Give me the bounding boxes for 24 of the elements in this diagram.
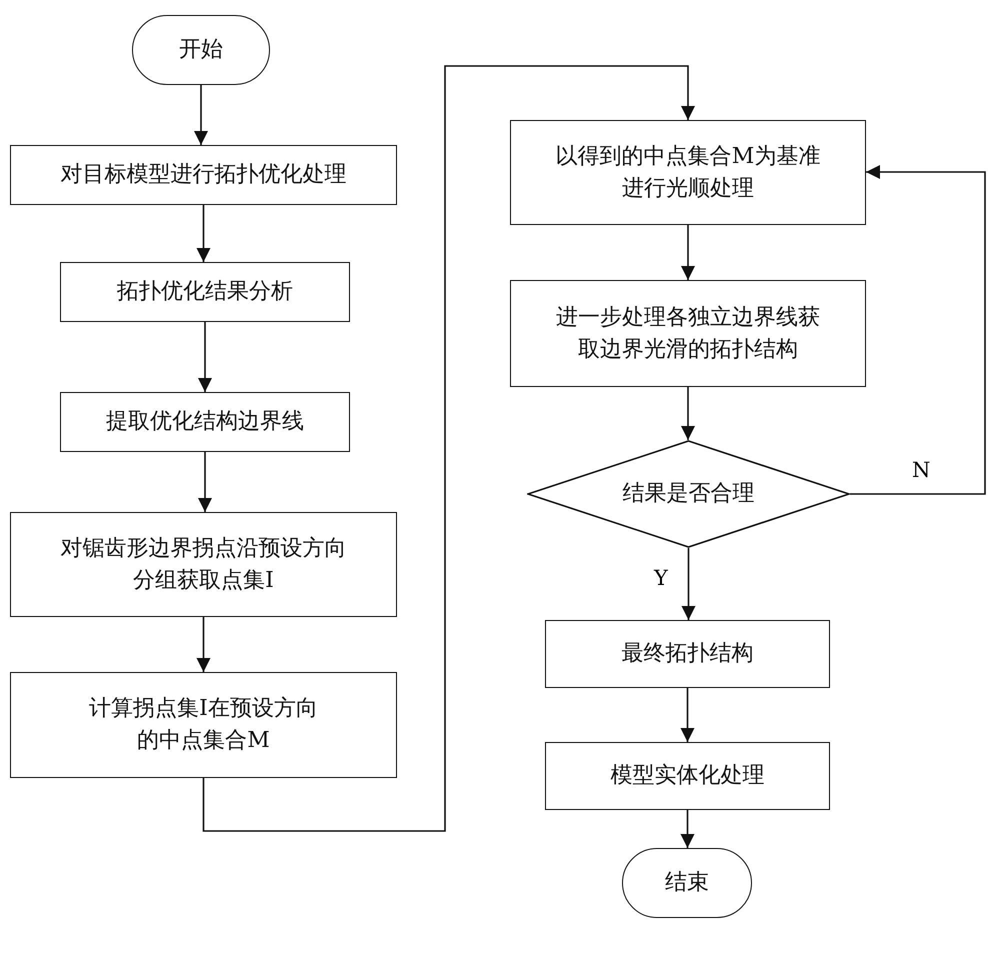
- process-box: 提取优化结构边界线: [60, 392, 350, 452]
- decision-diamond: 结果是否合理: [527, 440, 850, 548]
- arrow: [680, 688, 694, 742]
- arrow: [681, 225, 695, 280]
- arrow: [198, 322, 212, 392]
- process-box: 以得到的中点集合M为基准进行光顺处理: [510, 120, 866, 225]
- terminal-box: 开始: [132, 15, 270, 85]
- arrow: [850, 165, 986, 495]
- arrow: [681, 387, 695, 440]
- process-box: 拓扑优化结果分析: [60, 262, 350, 322]
- process-box: 计算拐点集I在预设方向的中点集合M: [10, 672, 397, 778]
- terminal-box: 结束: [622, 848, 752, 918]
- process-box: 最终拓扑结构: [545, 620, 830, 688]
- arrow: [202, 65, 695, 832]
- arrow: [198, 452, 212, 512]
- process-box: 进一步处理各独立边界线获取边界光滑的拓扑结构: [510, 280, 866, 387]
- arrow: [682, 548, 696, 620]
- arrow: [196, 617, 210, 672]
- arrow: [680, 810, 694, 848]
- process-box: 模型实体化处理: [545, 742, 830, 810]
- arrow: [194, 85, 208, 145]
- process-box: 对目标模型进行拓扑优化处理: [10, 145, 397, 205]
- arrow: [196, 205, 210, 262]
- process-box: 对锯齿形边界拐点沿预设方向分组获取点集I: [10, 512, 397, 617]
